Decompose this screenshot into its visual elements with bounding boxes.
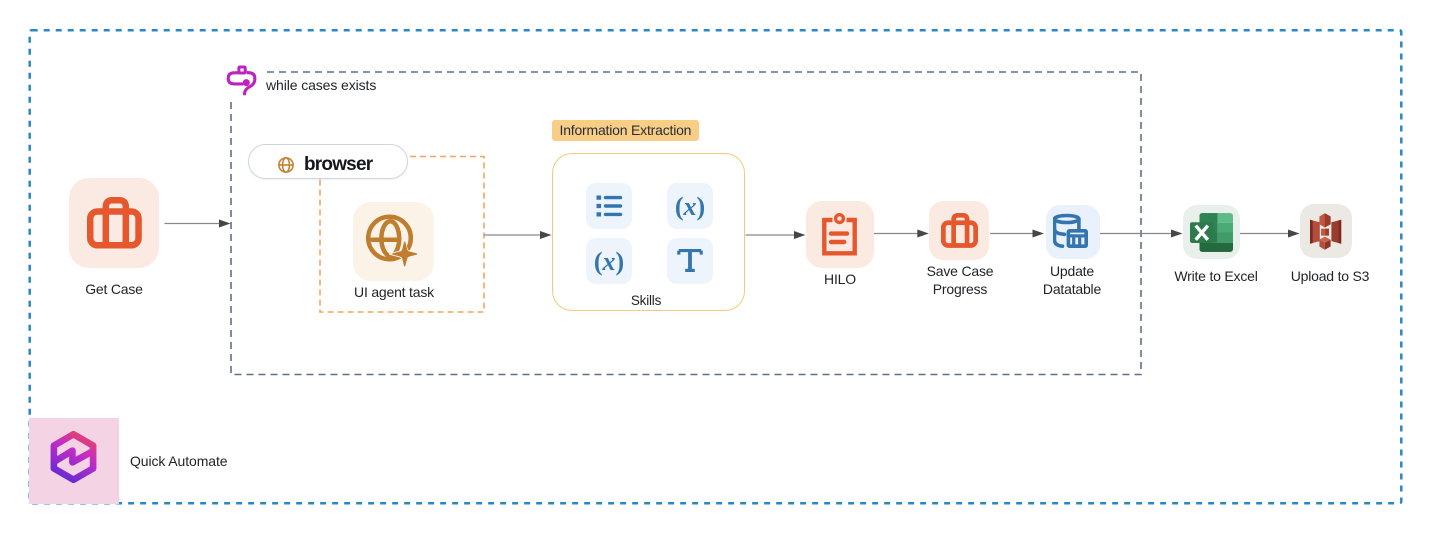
- svg-text:(x): (x): [594, 247, 624, 276]
- svg-text:(x): (x): [675, 192, 705, 221]
